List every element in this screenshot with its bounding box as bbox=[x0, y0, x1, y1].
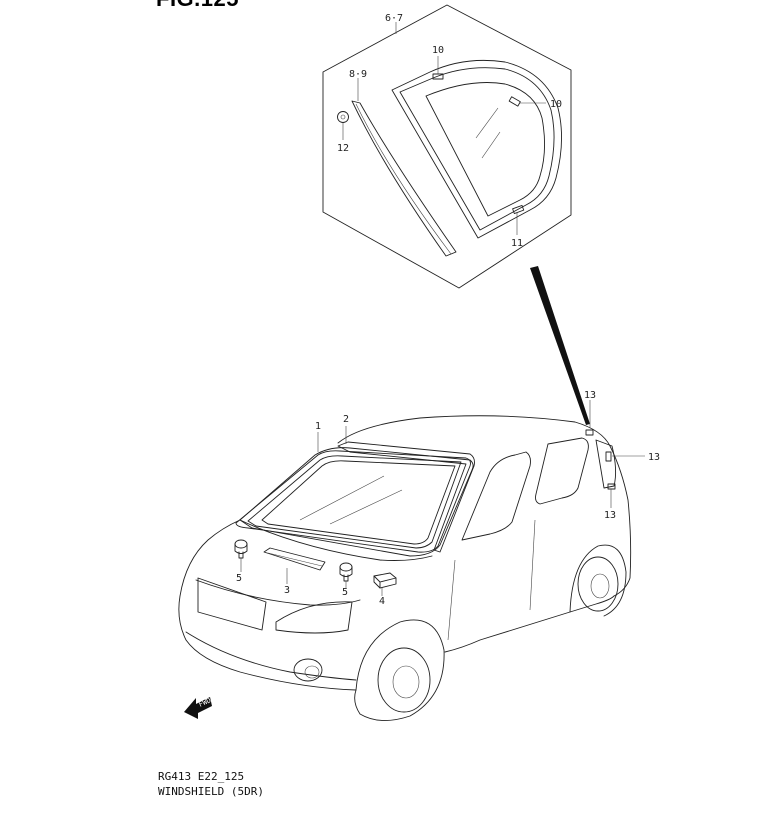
headlight-left bbox=[197, 577, 267, 631]
clip-10-right bbox=[508, 96, 521, 107]
callout-6-7: 6·7 bbox=[385, 13, 403, 24]
fog-lamp bbox=[293, 658, 323, 682]
cowl-grille-3 bbox=[263, 547, 326, 571]
callout-3: 3 bbox=[284, 585, 290, 596]
detail-hexagon bbox=[322, 4, 572, 289]
rear-door-window bbox=[535, 437, 589, 505]
headlight-right bbox=[275, 601, 353, 634]
grommet-12 bbox=[337, 111, 349, 123]
detail-inset bbox=[322, 4, 572, 289]
clip-5-left bbox=[234, 539, 248, 559]
callout-10-top: 10 bbox=[432, 45, 444, 56]
front-wheel bbox=[377, 647, 431, 713]
windshield-molding bbox=[337, 441, 475, 553]
pillar-molding bbox=[351, 100, 457, 257]
caption-code: RG413 E22_125 bbox=[158, 770, 245, 783]
callout-5-right: 5 bbox=[342, 587, 348, 598]
callout-4: 4 bbox=[379, 596, 385, 607]
callout-5-left: 5 bbox=[236, 573, 242, 584]
callout-13-right: 13 bbox=[648, 452, 660, 463]
callout-12: 12 bbox=[337, 143, 349, 154]
leader-lines bbox=[240, 400, 645, 596]
vehicle-outline bbox=[178, 415, 632, 721]
rear-wheel bbox=[577, 556, 619, 612]
rear-quarter-window bbox=[595, 439, 617, 489]
callout-1: 1 bbox=[315, 421, 321, 432]
front-door-window bbox=[461, 451, 531, 541]
bracket-4 bbox=[373, 572, 397, 589]
callout-10-right: 10 bbox=[550, 99, 562, 110]
figure-label: FIG.125 bbox=[156, 0, 239, 12]
caption-title: WINDSHIELD (5DR) bbox=[158, 785, 264, 798]
callout-13-top: 13 bbox=[584, 390, 596, 401]
fwd-arrow: FWD bbox=[184, 696, 212, 719]
clip-11 bbox=[512, 204, 525, 214]
callout-2: 2 bbox=[343, 414, 349, 425]
detail-pointer bbox=[530, 266, 590, 425]
callout-11: 11 bbox=[511, 238, 523, 249]
clip-5-right bbox=[339, 562, 353, 582]
windshield bbox=[235, 450, 471, 553]
callout-13-bottom: 13 bbox=[604, 510, 616, 521]
quarter-clips-13 bbox=[585, 429, 616, 490]
callout-8-9: 8·9 bbox=[349, 69, 367, 80]
quarter-window-glass bbox=[391, 59, 563, 239]
